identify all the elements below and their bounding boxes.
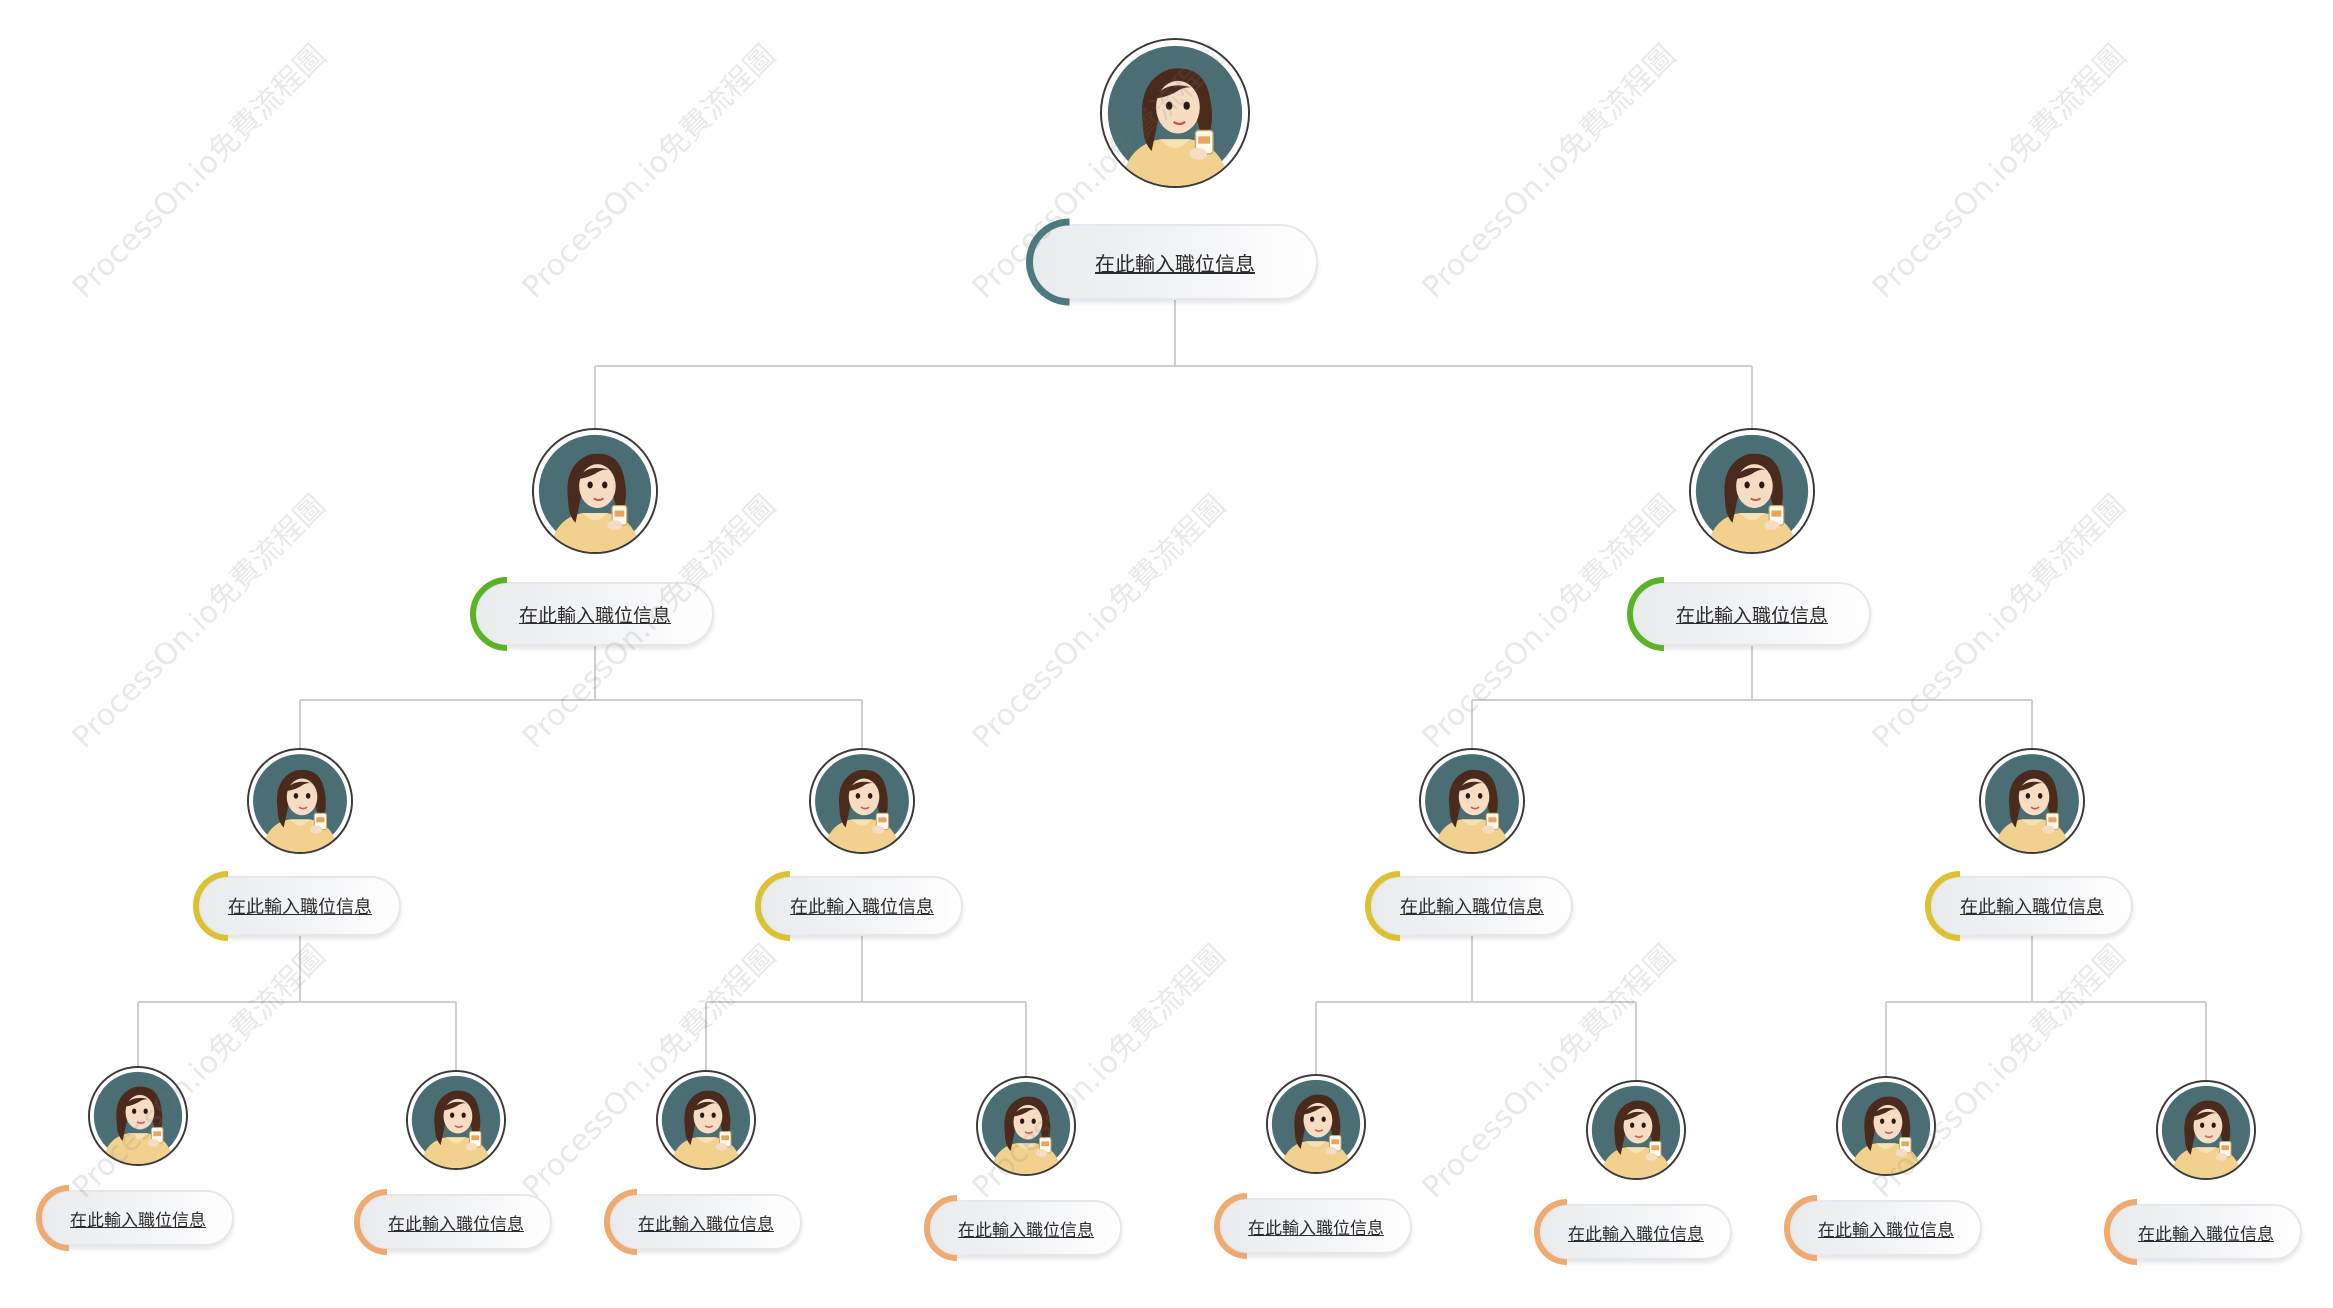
position-label[interactable]: 在此輸入職位信息 [70,1210,206,1231]
position-box[interactable]: 在此輸入職位信息 [610,1194,802,1250]
position-label[interactable]: 在此輸入職位信息 [1675,604,1828,627]
level-accent-arc [1365,871,1401,941]
position-label[interactable]: 在此輸入職位信息 [1960,897,2104,918]
position-label[interactable]: 在此輸入職位信息 [1568,1224,1704,1245]
position-box[interactable]: 在此輸入職位信息 [1931,876,2133,936]
position-label[interactable]: 在此輸入職位信息 [958,1220,1094,1241]
position-label[interactable]: 在此輸入職位信息 [1095,251,1255,276]
position-box[interactable]: 在此輸入職位信息 [42,1190,234,1246]
position-label[interactable]: 在此輸入職位信息 [1818,1220,1954,1241]
woman-avatar-icon [1419,748,1525,854]
position-label[interactable]: 在此輸入職位信息 [2138,1224,2274,1245]
position-label[interactable]: 在此輸入職位信息 [388,1214,524,1235]
position-box[interactable]: 在此輸入職位信息 [1032,224,1318,300]
position-box[interactable]: 在此輸入職位信息 [199,876,401,936]
level-accent-arc [1627,577,1665,651]
woman-avatar-icon [976,1076,1076,1176]
level-accent-arc [1784,1195,1818,1261]
position-box[interactable]: 在此輸入職位信息 [360,1194,552,1250]
level-accent-arc [1534,1199,1568,1265]
level-accent-arc [2104,1199,2138,1265]
position-box[interactable]: 在此輸入職位信息 [1540,1204,1732,1260]
level-accent-arc [1026,218,1070,306]
position-box[interactable]: 在此輸入職位信息 [2110,1204,2302,1260]
position-box[interactable]: 在此輸入職位信息 [1371,876,1573,936]
woman-avatar-icon [2156,1080,2256,1180]
woman-avatar-icon [1979,748,2085,854]
woman-avatar-icon [532,428,658,554]
position-label[interactable]: 在此輸入職位信息 [1248,1218,1384,1239]
position-label[interactable]: 在此輸入職位信息 [790,897,934,918]
woman-avatar-icon [247,748,353,854]
woman-avatar-icon [1100,38,1250,188]
position-box[interactable]: 在此輸入職位信息 [1220,1198,1412,1254]
position-label[interactable]: 在此輸入職位信息 [1400,897,1544,918]
level-accent-arc [924,1195,958,1261]
level-accent-arc [470,577,508,651]
level-accent-arc [1925,871,1961,941]
woman-avatar-icon [1836,1076,1936,1176]
level-accent-arc [755,871,791,941]
woman-avatar-icon [88,1066,188,1166]
position-label[interactable]: 在此輸入職位信息 [638,1214,774,1235]
woman-avatar-icon [656,1070,756,1170]
woman-avatar-icon [1689,428,1815,554]
position-box[interactable]: 在此輸入職位信息 [930,1200,1122,1256]
position-box[interactable]: 在此輸入職位信息 [1633,582,1871,646]
position-label[interactable]: 在此輸入職位信息 [228,897,372,918]
level-accent-arc [354,1189,388,1255]
level-accent-arc [36,1185,70,1251]
position-box[interactable]: 在此輸入職位信息 [761,876,963,936]
woman-avatar-icon [809,748,915,854]
level-accent-arc [1214,1193,1248,1259]
level-accent-arc [193,871,229,941]
position-box[interactable]: 在此輸入職位信息 [476,582,714,646]
woman-avatar-icon [406,1070,506,1170]
woman-avatar-icon [1586,1080,1686,1180]
position-box[interactable]: 在此輸入職位信息 [1790,1200,1982,1256]
position-label[interactable]: 在此輸入職位信息 [518,604,671,627]
level-accent-arc [604,1189,638,1255]
woman-avatar-icon [1266,1074,1366,1174]
